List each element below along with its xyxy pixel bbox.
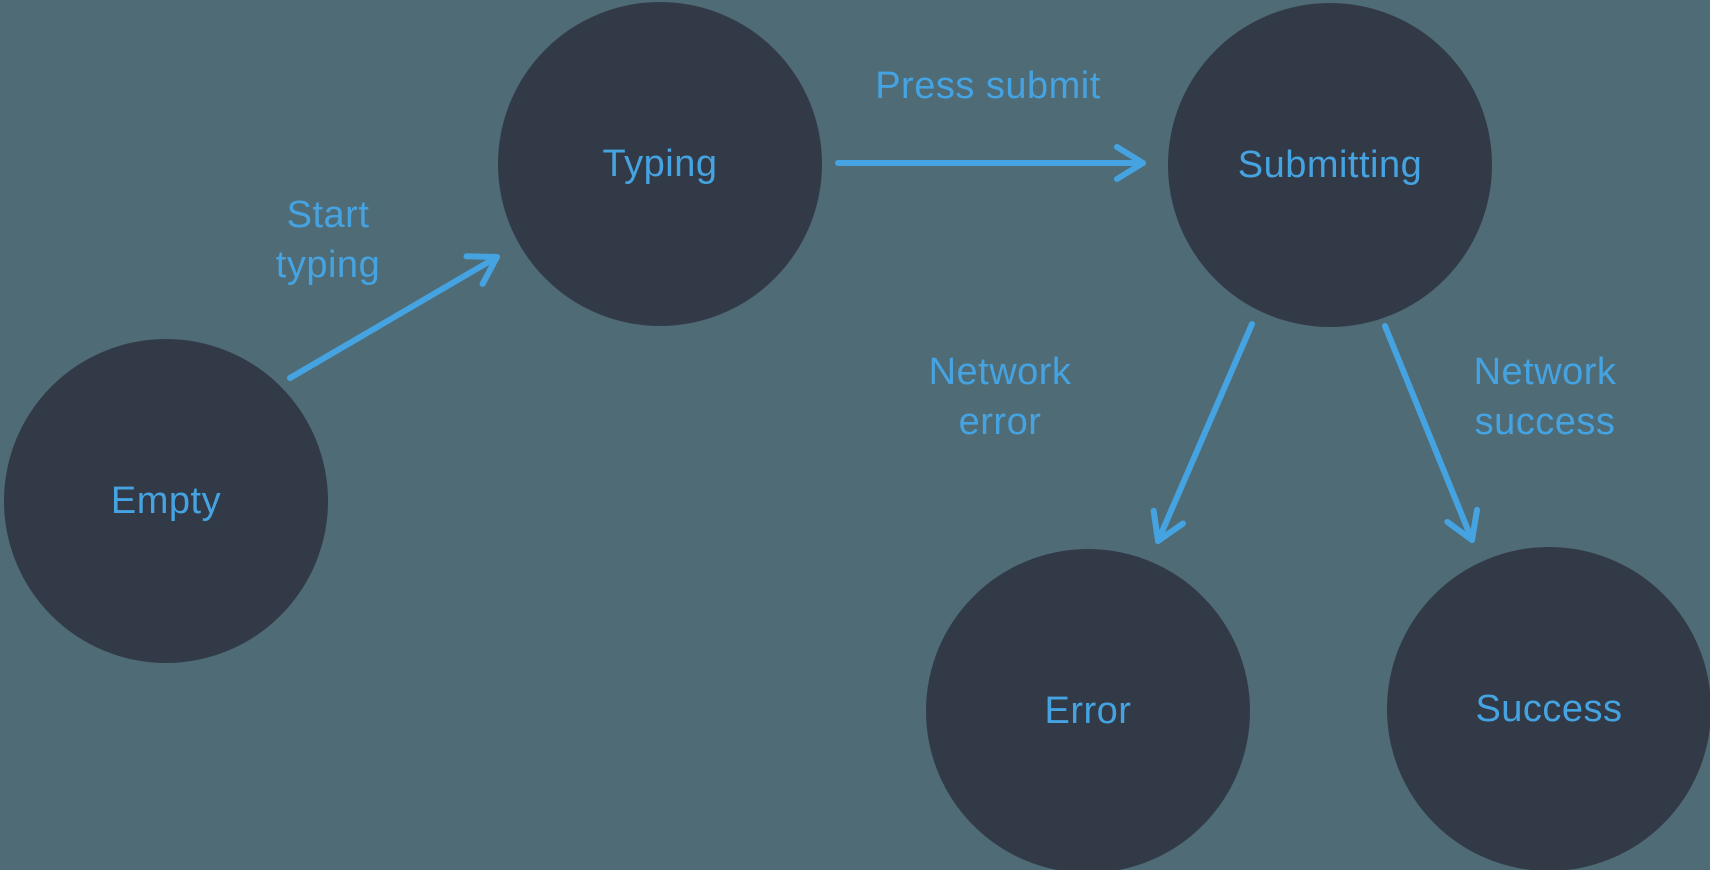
state-node-typing: Typing (498, 2, 822, 326)
state-node-submitting: Submitting (1168, 3, 1492, 327)
state-node-success: Success (1387, 547, 1710, 870)
transition-label-network-error: Network error (928, 351, 1072, 443)
state-label-empty: Empty (110, 479, 222, 522)
transition-label-network-success: Network success (1473, 351, 1617, 443)
arrow-submitting-to-error (1150, 321, 1255, 544)
transition-label-start-typing: Start typing (275, 194, 381, 286)
arrow-submitting-to-success (1382, 323, 1481, 543)
state-node-error: Error (926, 549, 1250, 870)
state-label-success: Success (1475, 687, 1623, 730)
state-label-typing: Typing (602, 142, 718, 185)
state-label-error: Error (1044, 689, 1132, 732)
transition-label-press-submit: Press submit (875, 65, 1101, 107)
state-node-empty: Empty (4, 339, 328, 663)
state-label-submitting: Submitting (1237, 143, 1423, 186)
